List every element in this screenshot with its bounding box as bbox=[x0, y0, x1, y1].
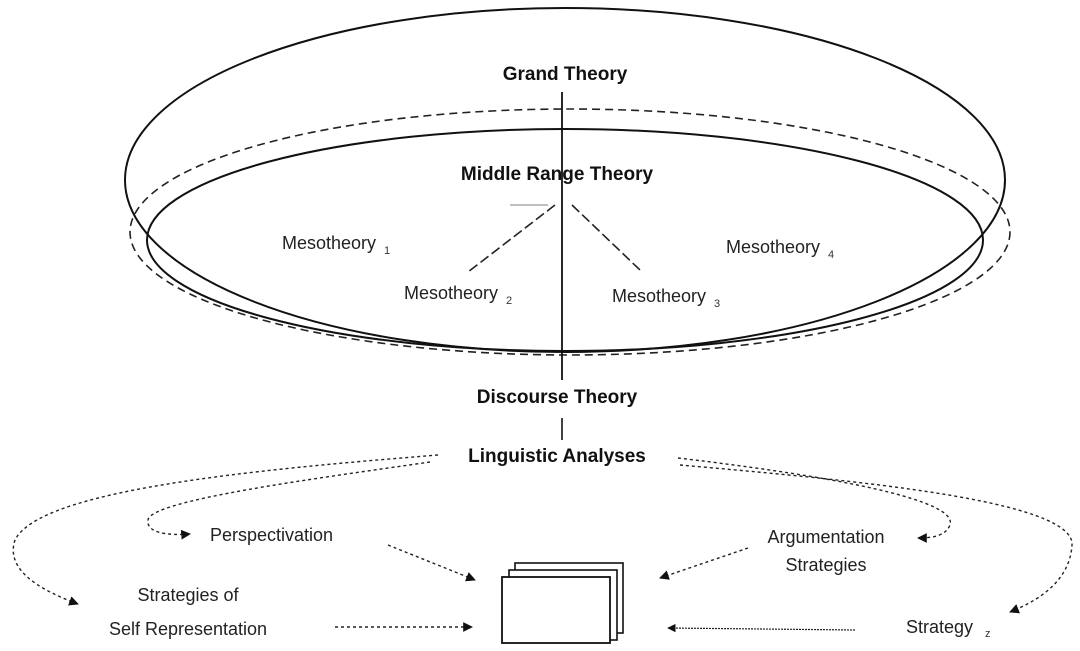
mesotheory-4-subscript: 4 bbox=[828, 249, 834, 261]
grand-theory-label: Grand Theory bbox=[503, 64, 628, 85]
arrow-to-perspectivation bbox=[147, 461, 431, 540]
arrow-argumentation-to-docs bbox=[659, 547, 749, 580]
strategy-subscript: z bbox=[985, 628, 991, 640]
arrow-to-self-representation bbox=[12, 454, 439, 606]
mesotheory-2-subscript: 2 bbox=[506, 295, 512, 307]
mesotheory-1-subscript: 1 bbox=[384, 245, 390, 257]
argumentation-label-line1: Argumentation bbox=[767, 527, 884, 547]
self-representation-label-line1: Strategies of bbox=[137, 585, 239, 605]
middle-range-ellipse bbox=[146, 128, 984, 352]
middle-range-dashed-ellipse bbox=[129, 108, 1011, 356]
mesotheory-3-label: Mesotheory bbox=[612, 286, 706, 306]
discourse-theory-label: Discourse Theory bbox=[477, 387, 638, 408]
document-stack-icon bbox=[501, 562, 624, 644]
branch-line-mesotheory-2 bbox=[467, 204, 556, 273]
linguistic-analyses-label: Linguistic Analyses bbox=[468, 446, 646, 467]
arrow-perspectivation-to-docs bbox=[387, 544, 476, 582]
arrow-strategy-to-docs bbox=[667, 623, 856, 633]
branch-line-mesotheory-3 bbox=[571, 204, 641, 271]
mesotheory-1-label: Mesotheory bbox=[282, 233, 376, 253]
mesotheory-2-label: Mesotheory bbox=[404, 283, 498, 303]
mesotheory-4-label: Mesotheory bbox=[726, 237, 820, 257]
middle-range-theory-label: Middle Range Theory bbox=[461, 164, 654, 185]
arrow-to-argumentation bbox=[677, 457, 951, 543]
argumentation-label-line2: Strategies bbox=[785, 555, 866, 575]
perspectivation-label: Perspectivation bbox=[210, 525, 333, 545]
strategy-label: Strategy bbox=[906, 617, 973, 637]
mesotheory-3-subscript: 3 bbox=[714, 298, 720, 310]
self-representation-label-line2: Self Representation bbox=[109, 619, 267, 639]
arrow-to-strategy bbox=[679, 464, 1073, 614]
